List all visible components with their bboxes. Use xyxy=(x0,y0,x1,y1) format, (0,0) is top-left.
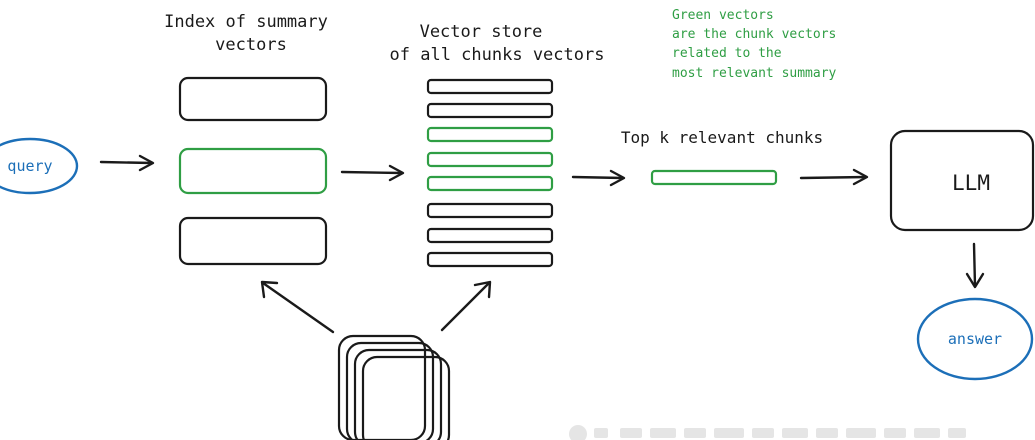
top-k-label: Top k relevant chunks xyxy=(621,128,823,147)
green-note-line4: most relevant summary xyxy=(672,66,837,81)
arrow-store-to-topk xyxy=(571,169,626,187)
chunk-store xyxy=(426,78,554,268)
chunk-vector xyxy=(426,126,554,143)
chunk-vector xyxy=(426,151,554,168)
llm-label: LLM xyxy=(952,171,990,195)
summary-vector xyxy=(178,216,328,266)
query-label: query xyxy=(7,157,52,175)
answer-label: answer xyxy=(948,330,1002,348)
green-note-line2: are the chunk vectors xyxy=(672,27,836,42)
chunk-vector xyxy=(426,102,554,119)
index-title-line2: vectors xyxy=(215,35,287,55)
llm-node xyxy=(889,129,1035,232)
chunk-vector xyxy=(426,78,554,95)
document-stack-icon xyxy=(337,334,451,440)
summary-index xyxy=(178,76,328,266)
arrow-index-to-store xyxy=(340,164,405,182)
store-title-line2: of all chunks vectors xyxy=(390,45,605,65)
green-note-line3: related to the xyxy=(672,46,782,61)
answer-node xyxy=(916,297,1034,381)
arrow-llm-to-answer xyxy=(965,242,985,289)
top-k-chunk xyxy=(650,169,778,186)
summary-vector xyxy=(178,147,328,195)
chunk-vector xyxy=(426,227,554,244)
arrow-topk-to-llm xyxy=(799,168,869,186)
summary-vector xyxy=(178,76,328,122)
arrow-query-to-index xyxy=(99,154,155,172)
store-title-line1: Vector store xyxy=(420,22,543,42)
green-note-line1: Green vectors xyxy=(672,8,774,23)
arrow-docs-to-store xyxy=(440,280,492,332)
chunk-vector xyxy=(426,202,554,219)
chunk-vector xyxy=(426,175,554,192)
index-title-line1: Index of summary xyxy=(164,12,328,32)
query-node xyxy=(0,137,79,195)
watermark xyxy=(569,425,966,440)
chunk-vector xyxy=(426,251,554,268)
arrow-docs-to-index xyxy=(260,280,335,334)
